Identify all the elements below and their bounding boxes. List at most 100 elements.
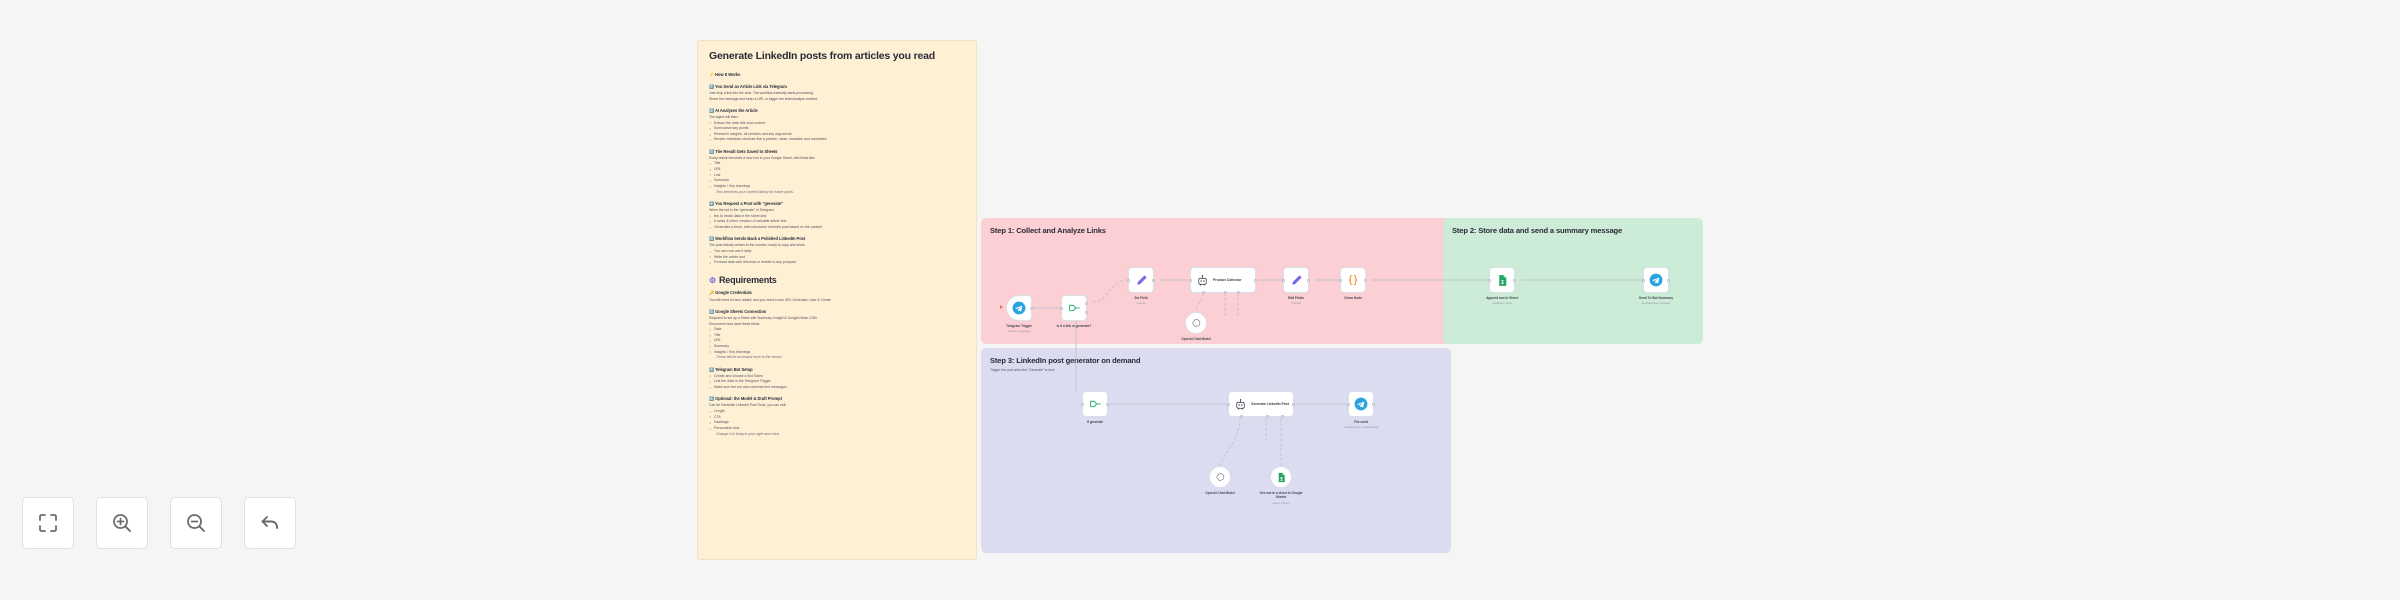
openai-icon (1216, 472, 1224, 481)
model-port[interactable] (1202, 291, 1205, 294)
fit-to-view-button[interactable] (22, 497, 74, 549)
section-step3[interactable]: Step 3: LinkedIn post generator on deman… (981, 348, 1451, 553)
node-inline-title: Generate LinkedIn Post (1251, 401, 1289, 406)
input-port[interactable] (1227, 402, 1230, 406)
node-get-rows-sheet-box[interactable] (1270, 466, 1292, 488)
output-port-false[interactable] (1085, 311, 1088, 314)
sticky-bullet: Summary (709, 178, 965, 184)
node-openai-model-2[interactable]: OpenAI Chat Model (1205, 466, 1235, 495)
memory-port[interactable] (1266, 415, 1269, 418)
sticky-heading: 5️⃣ Workflow Sends Back a Polished Linke… (709, 236, 806, 242)
node-send-summary-box[interactable] (1642, 267, 1670, 293)
sticky-bullet: it ranks & infers creation of valuable a… (709, 219, 965, 225)
node-analyze-agent[interactable]: Product Collector (1189, 267, 1257, 294)
sticky-bullet: Insights / Key learnings (709, 349, 965, 355)
node-sublabel: manual (1291, 300, 1301, 305)
node-send-summary[interactable]: Send To Bot Summary sendMessage: message (1639, 267, 1673, 305)
output-port[interactable] (1364, 278, 1367, 282)
node-send-post-box[interactable] (1347, 391, 1375, 417)
input-port[interactable] (1339, 278, 1342, 282)
output-port[interactable] (1254, 278, 1257, 282)
output-port[interactable] (1292, 402, 1295, 406)
node-analyze-agent-box[interactable]: Product Collector (1189, 267, 1257, 294)
node-sublabel: updates: message (1007, 328, 1031, 333)
edit-fields-icon (1136, 275, 1146, 285)
tool-port[interactable] (1237, 291, 1240, 294)
tool-port[interactable] (1281, 415, 1284, 418)
node-send-post[interactable]: File send sendMessage: sendMessage (1343, 391, 1379, 429)
node-sublabel: select: column (1272, 501, 1290, 505)
sticky-bullet: Make sure the bot also receives text mes… (709, 385, 965, 391)
node-is-link-switch-box[interactable] (1060, 295, 1088, 321)
fit-view-icon (39, 514, 57, 532)
output-port-true[interactable] (1085, 302, 1088, 305)
sticky-para: Just drop a link into the chat. The work… (709, 90, 814, 95)
input-port[interactable] (1347, 402, 1350, 406)
sticky-note[interactable]: Generate LinkedIn posts from articles yo… (697, 40, 977, 560)
input-port[interactable] (1642, 278, 1645, 282)
node-generate-agent-box[interactable]: Generate LinkedIn Post (1227, 391, 1295, 418)
node-label: If generate (1086, 419, 1104, 424)
input-port[interactable] (1282, 278, 1285, 282)
node-get-rows-sheet[interactable]: Get row in a sheet in Google Sheets sele… (1259, 466, 1303, 505)
canvas-toolbar[interactable] (22, 497, 296, 549)
gear-icon: ⚙ (709, 275, 716, 285)
input-port[interactable] (1189, 278, 1192, 282)
reset-zoom-button[interactable] (244, 497, 296, 549)
node-generate-switch[interactable]: If generate (1081, 391, 1109, 424)
node-set-field[interactable]: Set Field manual (1127, 267, 1155, 305)
input-port[interactable] (1081, 402, 1084, 406)
node-label: Edit Fields (1287, 295, 1305, 300)
output-port[interactable] (1152, 278, 1155, 282)
output-port[interactable] (1030, 306, 1033, 310)
output-port[interactable] (1307, 278, 1310, 282)
google-sheets-icon (1498, 274, 1506, 286)
node-inline-title: Product Collector (1213, 277, 1242, 282)
node-is-link-switch[interactable]: Is it a link or generate? (1057, 295, 1091, 328)
edit-fields-icon (1291, 275, 1301, 285)
sticky-para: Every article becomes a new row in your … (709, 155, 816, 160)
node-edit-fields-box[interactable] (1282, 267, 1310, 293)
zoom-in-button[interactable] (96, 497, 148, 549)
sticky-note-title: Generate LinkedIn posts from articles yo… (709, 50, 935, 62)
output-port[interactable] (1372, 402, 1375, 406)
output-port[interactable] (1513, 278, 1516, 282)
node-telegram-trigger[interactable]: Telegram Trigger updates: message (1000, 295, 1033, 333)
node-openai-model-1-box[interactable] (1185, 312, 1207, 334)
output-port[interactable] (1106, 402, 1109, 406)
node-generate-switch-box[interactable] (1081, 391, 1109, 417)
sticky-bullet: Link the data in the Telegram Trigger (709, 379, 965, 385)
node-telegram-trigger-box[interactable] (1006, 295, 1033, 321)
node-generate-agent[interactable]: Generate LinkedIn Post (1227, 391, 1295, 418)
node-append-sheet[interactable]: Append row in Sheet appSheet: sheet (1486, 267, 1518, 305)
sticky-bullet: Extract the main title and content (709, 120, 965, 126)
input-port[interactable] (1060, 306, 1063, 310)
node-clean-code[interactable]: Clean Node (1339, 267, 1367, 300)
code-icon (1348, 274, 1358, 286)
node-sublabel: appSheet: sheet (1492, 300, 1512, 305)
node-set-field-box[interactable] (1127, 267, 1155, 293)
output-port[interactable] (1667, 278, 1670, 282)
node-openai-model-1[interactable]: OpenAI Chat Model (1181, 312, 1211, 341)
section-step2-title: Step 2: Store data and send a summary me… (1452, 226, 1623, 235)
node-label: OpenAI Chat Model (1205, 490, 1235, 495)
memory-port[interactable] (1224, 291, 1227, 294)
ai-agent-icon (1236, 398, 1245, 410)
node-append-sheet-box[interactable] (1488, 267, 1516, 293)
sticky-para: The agent will then: (709, 114, 739, 119)
sticky-heading: 4️⃣ You Request a Post with "generate" (709, 200, 783, 206)
switch-icon (1089, 400, 1101, 407)
node-edit-fields[interactable]: Edit Fields manual (1282, 267, 1310, 305)
input-port[interactable] (1488, 278, 1491, 282)
sticky-bullet: Forward data with reformat or rewrite to… (709, 260, 965, 266)
undo-arrow-icon (261, 516, 278, 529)
model-port[interactable] (1240, 415, 1243, 418)
sticky-para: Document must have these fields: (709, 321, 761, 326)
zoom-out-button[interactable] (170, 497, 222, 549)
input-port[interactable] (1127, 278, 1130, 282)
node-clean-code-box[interactable] (1339, 267, 1367, 293)
node-openai-model-2-box[interactable] (1209, 466, 1231, 488)
sticky-bullet: Date (709, 327, 965, 333)
